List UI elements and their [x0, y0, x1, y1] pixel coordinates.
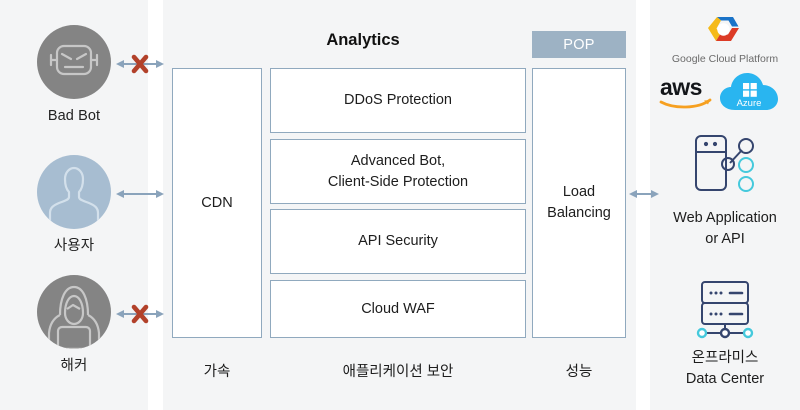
svg-text:aws: aws — [660, 74, 702, 100]
connector-user-allowed — [116, 190, 164, 198]
actor-bad-bot: Bad Bot — [0, 25, 148, 125]
box-api-security[interactable]: API Security — [270, 209, 526, 274]
azure-logo: Azure — [720, 73, 778, 110]
box-cdn[interactable]: CDN — [172, 68, 262, 338]
pop-badge: POP — [532, 31, 626, 58]
caption-performance: 성능 — [565, 364, 593, 380]
actor-label-hacker: 해커 — [60, 358, 88, 374]
robot-icon — [49, 44, 99, 76]
datacenter-label: 온프라미스 Data Center — [685, 350, 765, 388]
block-x-icon — [131, 304, 149, 324]
user-avatar — [37, 155, 111, 229]
connector-origin — [629, 190, 659, 198]
user-icon — [48, 166, 100, 229]
cloud-server-icon — [695, 135, 754, 192]
box-ddos-protection[interactable]: DDoS Protection — [270, 68, 526, 133]
actor-hacker: 해커 — [0, 275, 148, 375]
bad-bot-avatar — [37, 25, 111, 99]
actor-user: 사용자 — [0, 155, 148, 255]
caption-acceleration: 가속 — [203, 364, 231, 380]
block-x-icon — [131, 54, 149, 74]
google-cloud-platform-logo — [708, 17, 739, 41]
hacker-avatar — [37, 275, 111, 349]
svg-text:Azure: Azure — [737, 98, 762, 109]
caption-application-security: 애플리케이션 보안 — [342, 364, 454, 380]
data-center-icon — [696, 281, 754, 339]
hacker-icon — [47, 285, 101, 349]
box-advanced-bot-client-side-protection[interactable]: Advanced Bot, Client-Side Protection — [270, 139, 526, 204]
panel-origin — [650, 0, 800, 410]
aws-logo: aws — [659, 74, 712, 109]
actor-label-user: 사용자 — [53, 238, 95, 254]
connector-hacker-blocked — [116, 304, 164, 324]
box-cloud-waf[interactable]: Cloud WAF — [270, 280, 526, 338]
box-load-balancing[interactable]: Load Balancing — [532, 68, 626, 338]
origin-label: Web Application or API — [673, 210, 777, 248]
gcp-wordmark: Google Cloud Platform — [671, 53, 779, 65]
connector-bad-bot-blocked — [116, 54, 164, 74]
analytics-title: Analytics — [326, 31, 400, 49]
actor-label-bad-bot: Bad Bot — [47, 108, 101, 124]
